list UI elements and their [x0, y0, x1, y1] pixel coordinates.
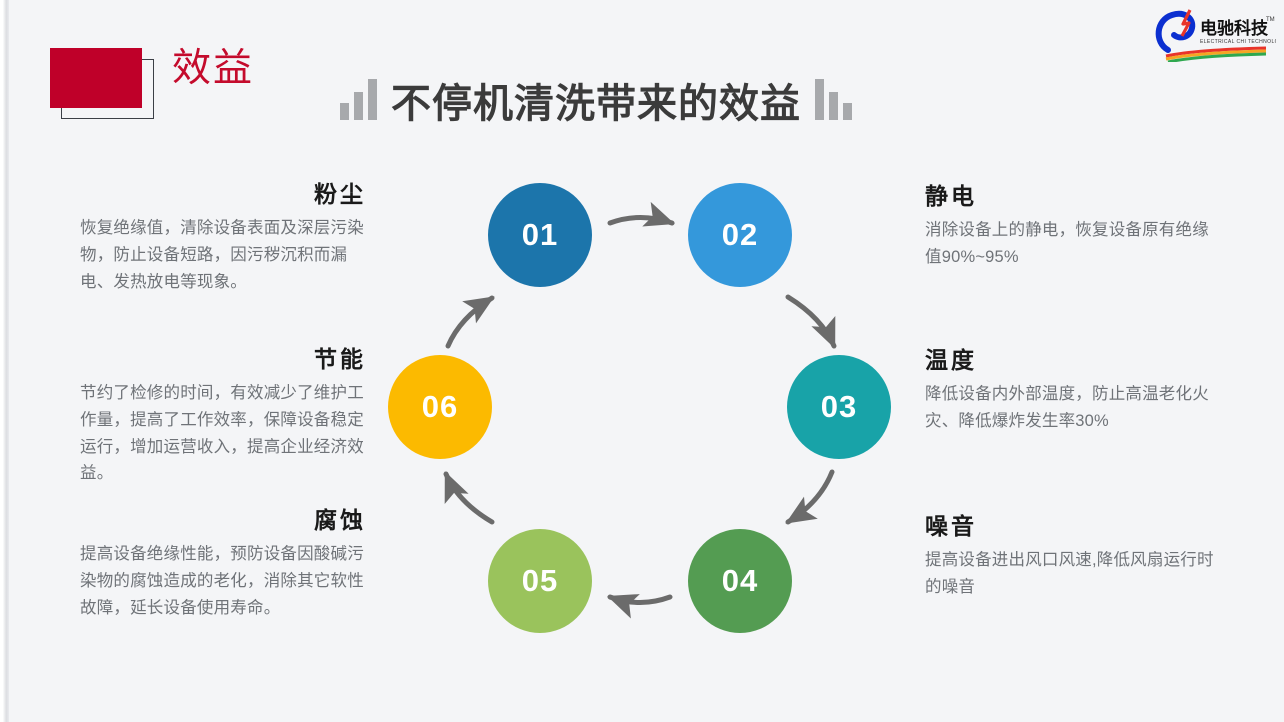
arrow-01-to-02 [607, 201, 675, 227]
benefit-block-noise: 噪音 提高设备进出风口风速,降低风扇运行时的噪音 [925, 513, 1215, 601]
logo-company-name: 电驰科技 [1200, 18, 1269, 38]
arrow-02-to-03 [785, 294, 837, 349]
benefit-block-energy: 节能 节约了检修的时间，有效减少了维护工作量，提高了工作效率，保障设备稳定运行，… [80, 346, 370, 487]
arrow-06-to-01 [445, 295, 495, 349]
benefit-body-dust: 恢复绝缘值，清除设备表面及深层污染物，防止设备短路，因污秽沉积而漏电、发热放电等… [80, 219, 364, 291]
benefit-block-static: 静电 消除设备上的静电，恢复设备原有绝缘值90%~95% [925, 183, 1215, 271]
logo-tagline: ELECTRICAL CHI TECHNOLOGY [1200, 39, 1276, 45]
section-badge [50, 48, 160, 120]
cycle-diagram: 01 02 03 04 05 06 [370, 160, 910, 660]
cycle-step-04[interactable]: 04 [688, 529, 792, 633]
benefit-body-corrosion: 提高设备绝缘性能，预防设备因酸碱污染物的腐蚀造成的老化，消除其它软性故障，延长设… [80, 545, 364, 617]
cycle-step-02[interactable]: 02 [688, 183, 792, 287]
cycle-step-06[interactable]: 06 [388, 355, 492, 459]
arrow-04-to-05 [607, 594, 673, 619]
benefit-title-dust: 粉尘 [314, 181, 366, 207]
benefit-body-energy: 节约了检修的时间，有效减少了维护工作量，提高了工作效率，保障设备稳定运行，增加运… [80, 384, 364, 483]
badge-red-square [50, 48, 142, 108]
benefit-title-energy: 节能 [314, 346, 366, 372]
benefit-block-corrosion: 腐蚀 提高设备绝缘性能，预防设备因酸碱污染物的腐蚀造成的老化，消除其它软性故障，… [80, 507, 370, 621]
benefit-title-temperature: 温度 [925, 347, 977, 373]
arrow-03-to-04 [785, 469, 835, 525]
cycle-step-03[interactable]: 03 [787, 355, 891, 459]
arrow-05-to-06 [443, 471, 495, 525]
bar-chart-ascending-icon [340, 76, 377, 126]
benefit-block-dust: 粉尘 恢复绝缘值，清除设备表面及深层污染物，防止设备短路，因污秽沉积而漏电、发热… [80, 181, 370, 295]
page-title-group: 不停机清洗带来的效益 [340, 66, 852, 126]
page-title: 不停机清洗带来的效益 [391, 82, 801, 126]
cycle-arrows [443, 201, 837, 619]
section-badge-label: 效益 [172, 47, 255, 90]
benefit-body-noise: 提高设备进出风口风速,降低风扇运行时的噪音 [925, 551, 1214, 597]
slide-left-edge-shadow [0, 0, 9, 722]
logo-trademark: TM [1266, 17, 1275, 23]
cycle-step-05[interactable]: 05 [488, 529, 592, 633]
company-logo: 电驰科技 ELECTRICAL CHI TECHNOLOGY TM [1150, 4, 1284, 64]
cycle-step-01[interactable]: 01 [488, 183, 592, 287]
benefit-title-corrosion: 腐蚀 [314, 507, 366, 533]
logo-artwork: 电驰科技 ELECTRICAL CHI TECHNOLOGY TM [1155, 9, 1284, 64]
benefit-title-static: 静电 [925, 183, 977, 209]
benefit-title-noise: 噪音 [925, 513, 977, 539]
bar-chart-descending-icon [815, 76, 852, 126]
benefit-body-static: 消除设备上的静电，恢复设备原有绝缘值90%~95% [925, 221, 1209, 267]
benefit-body-temperature: 降低设备内外部温度，防止高温老化火灾、降低爆炸发生率30% [925, 385, 1209, 431]
benefit-block-temperature: 温度 降低设备内外部温度，防止高温老化火灾、降低爆炸发生率30% [925, 347, 1215, 435]
